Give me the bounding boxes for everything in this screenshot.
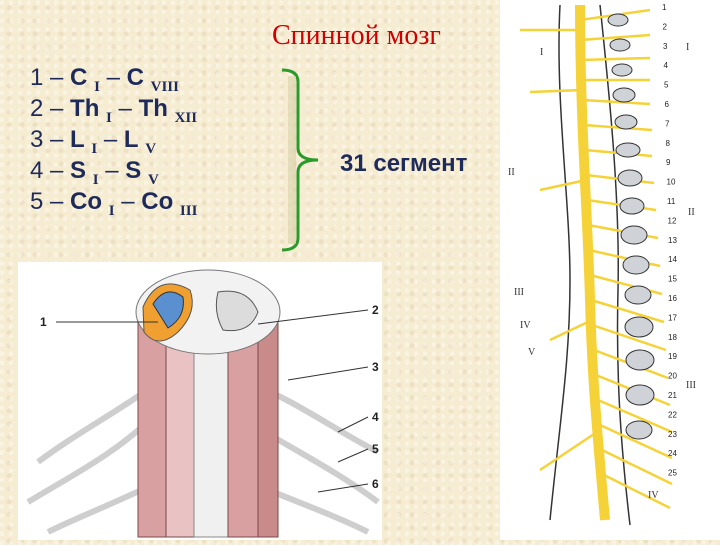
segment-separator: – (43, 188, 71, 215)
segment-number-label: 1 (662, 3, 667, 12)
segment-end: L (123, 126, 139, 153)
segment-dash: – (98, 157, 126, 184)
segment-line-sacral: 4 – S I – S V (30, 155, 197, 188)
segment-number-label: 23 (668, 430, 677, 439)
page-title: Спинной мозг (272, 20, 441, 51)
segment-end: C (126, 64, 144, 91)
segment-line-cervical: 1 – C I – C VIII (30, 62, 197, 95)
region-left-I: I (540, 47, 543, 58)
spine-outline-right (599, 4, 631, 526)
segment-start: Co (70, 188, 103, 215)
cord-label-1: 1 (40, 315, 47, 329)
segment-dash: – (111, 95, 139, 122)
segment-number-label: 14 (668, 255, 677, 264)
segment-number-label: 18 (668, 333, 677, 342)
segment-number-label: 21 (668, 391, 677, 400)
segment-number-label: 6 (665, 100, 670, 109)
segment-number-label: 15 (668, 275, 677, 284)
segment-start-index: I (92, 172, 99, 188)
segment-number-label: 5 (664, 81, 669, 90)
cord-label-3: 3 (372, 360, 379, 374)
spinal-cord-drawing: 1 2 3 4 5 6 (26, 269, 380, 538)
segment-line-coccygeal: 5 – Co I – Co III (30, 186, 198, 219)
segment-line-thoracic: 2 – Th I – Th XII (30, 93, 198, 126)
spine-drawing: I II III IV V I II III IV 12345678910111… (508, 3, 696, 526)
segment-dash: – (99, 64, 127, 91)
region-left-II: II (508, 167, 515, 178)
segment-start-index: I (91, 141, 98, 157)
cord-label-4: 4 (372, 410, 379, 424)
segment-number-label: 11 (667, 197, 676, 206)
segment-end: Co (141, 188, 174, 215)
cord-label-2: 2 (372, 303, 379, 317)
segment-dash: – (114, 188, 142, 215)
region-left-III: III (514, 287, 524, 298)
segment-list: 1 – C I – C VIII 2 – Th I – Th XII 3 – L… (30, 62, 198, 219)
segment-end-index: XII (174, 110, 198, 126)
segment-number-label: 24 (668, 449, 677, 458)
segment-dash: – (97, 126, 124, 153)
segment-number-label: 8 (666, 139, 671, 148)
segment-number-label: 25 (668, 469, 677, 478)
cord-label-5: 5 (372, 442, 379, 456)
segment-number-label: 17 (668, 313, 677, 322)
segment-end-index: VIII (150, 79, 179, 95)
segment-number-label: 10 (667, 178, 676, 187)
segment-start: Th (70, 95, 100, 122)
segment-number: 2 (30, 95, 44, 122)
segment-end-index: V (147, 172, 159, 188)
segment-number-label: 13 (668, 236, 677, 245)
grey-matter-right (215, 290, 259, 332)
segment-number: 5 (30, 188, 44, 215)
segment-number-label: 9 (666, 158, 671, 167)
segment-number-label: 19 (668, 352, 677, 361)
segment-start: L (70, 126, 85, 153)
segment-count: 31 сегмент (340, 150, 468, 177)
segment-separator: – (43, 64, 71, 91)
segment-start-index: I (94, 79, 100, 95)
cord-label-6: 6 (372, 477, 379, 491)
segment-number-label: 16 (668, 294, 677, 303)
vertebral-bodies (607, 13, 655, 440)
curly-bracket (281, 68, 319, 252)
segment-number-label: 7 (665, 119, 670, 128)
region-right-II: II (688, 207, 695, 218)
segment-number-label: 20 (668, 372, 677, 381)
segment-end: Th (138, 95, 168, 122)
pointer-lines (56, 309, 369, 493)
spinal-cord-illustration: 1 2 3 4 5 6 (18, 262, 382, 540)
segment-line-lumbar: 3 – L I – L V (30, 124, 197, 157)
segment-number-label: 2 (663, 22, 668, 31)
region-right-III: III (686, 380, 696, 391)
segment-separator: – (43, 126, 71, 153)
region-left-IV: IV (520, 320, 531, 331)
segment-number-label: 3 (663, 42, 668, 51)
segment-end-index: III (179, 203, 198, 219)
cord-yellow (575, 4, 610, 521)
region-right-I: I (686, 42, 689, 53)
segment-start: S (70, 157, 87, 184)
segment-end: S (125, 157, 142, 184)
spinal-nerves (520, 8, 673, 510)
segment-number: 3 (30, 126, 44, 153)
segment-start-index: I (106, 110, 112, 126)
segment-start-index: I (108, 203, 115, 219)
spine-outline-left (549, 4, 571, 521)
segment-number-label: 4 (664, 61, 669, 70)
region-right-IV: IV (648, 490, 659, 501)
segment-numbers: 1234567891011121314151617181920212223242… (662, 3, 677, 478)
cord-columns (137, 321, 279, 538)
segment-number: 4 (30, 157, 44, 184)
segment-number: 1 (30, 64, 44, 91)
segment-end-index: V (145, 141, 157, 157)
white-matter-left (152, 291, 184, 329)
segment-start: C (70, 64, 88, 91)
segment-number-label: 22 (668, 410, 677, 419)
segment-separator: – (43, 95, 71, 122)
segment-separator: – (43, 157, 71, 184)
segment-number-label: 12 (668, 216, 677, 225)
region-left-V: V (528, 347, 536, 358)
